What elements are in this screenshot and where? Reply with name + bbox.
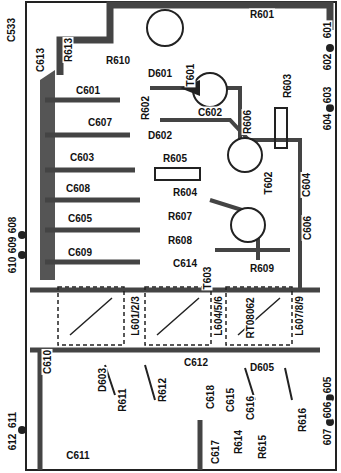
part-label: 607	[322, 428, 333, 447]
part-label: 605	[322, 376, 333, 395]
part-label: R603	[282, 73, 293, 99]
part-label: C614	[172, 258, 198, 269]
copper-trace	[150, 88, 300, 290]
part-label: L607/8/9	[294, 295, 305, 336]
part-label: C533	[6, 17, 17, 43]
solder-pad	[18, 426, 26, 434]
part-label: D603	[97, 367, 108, 393]
part-label: R604	[172, 187, 198, 198]
part-label: R605	[162, 153, 188, 164]
solder-pad	[18, 251, 26, 259]
part-label: R613	[63, 37, 74, 63]
transistor-symbol	[147, 10, 183, 46]
solder-pad	[18, 231, 26, 239]
part-label: 606	[322, 401, 333, 420]
part-label: C613	[35, 47, 46, 73]
part-label: R601	[249, 9, 275, 20]
part-label: 612	[7, 433, 18, 452]
part-label: 602	[322, 53, 333, 72]
part-label: C605	[67, 213, 93, 224]
solder-pad	[326, 104, 334, 112]
part-label: R608	[167, 235, 193, 246]
part-label: C616	[245, 395, 256, 421]
part-label: C618	[205, 384, 216, 410]
resistor-symbol	[275, 108, 287, 148]
part-label: 611	[7, 411, 18, 429]
part-label: L601/2/3	[130, 295, 141, 336]
part-label: R612	[157, 377, 168, 403]
part-label: C602	[197, 107, 223, 118]
part-label: C609	[67, 247, 93, 258]
part-label: L604/5/6	[213, 295, 224, 336]
part-label: R610	[105, 55, 131, 66]
part-label: C607	[87, 117, 113, 128]
part-label: T603	[202, 266, 213, 291]
part-label: RT08062	[245, 296, 256, 339]
resistor-symbol	[155, 168, 200, 180]
part-label: R611	[117, 387, 128, 412]
part-label: 604	[322, 113, 333, 132]
part-label: C606	[302, 215, 313, 241]
board-outline	[26, 2, 336, 470]
part-label: 610	[7, 256, 18, 275]
solder-pads	[18, 44, 334, 434]
part-label: C604	[301, 172, 312, 198]
part-label: R607	[167, 211, 193, 222]
part-label: 609	[7, 236, 18, 255]
part-label: T601	[185, 63, 196, 88]
part-label: 608	[7, 216, 18, 235]
part-label: C603	[69, 152, 95, 163]
part-label: R615	[257, 434, 268, 460]
part-label: C617	[210, 439, 221, 465]
part-label: D602	[147, 130, 173, 141]
transistor-symbol	[228, 138, 262, 172]
transistor-symbol	[231, 208, 265, 242]
part-label: R606	[242, 109, 253, 135]
part-label: C612	[183, 357, 209, 368]
part-label: C608	[65, 183, 91, 194]
part-label: 601	[322, 21, 333, 40]
part-label: 603	[322, 86, 333, 105]
part-label: D601	[147, 68, 173, 79]
part-label: C615	[225, 387, 236, 413]
copper-trace	[30, 290, 320, 470]
part-label: R602	[140, 95, 151, 121]
part-label: C611	[65, 450, 90, 461]
part-label: D605	[249, 362, 275, 373]
part-label: R616	[297, 407, 308, 433]
part-label: C601	[75, 85, 101, 96]
part-label: R609	[249, 263, 275, 274]
part-label: T602	[263, 171, 274, 196]
copper-trace	[45, 100, 140, 262]
part-label: R614	[233, 429, 244, 455]
solder-pad	[326, 44, 334, 52]
part-label: C610	[42, 349, 53, 375]
